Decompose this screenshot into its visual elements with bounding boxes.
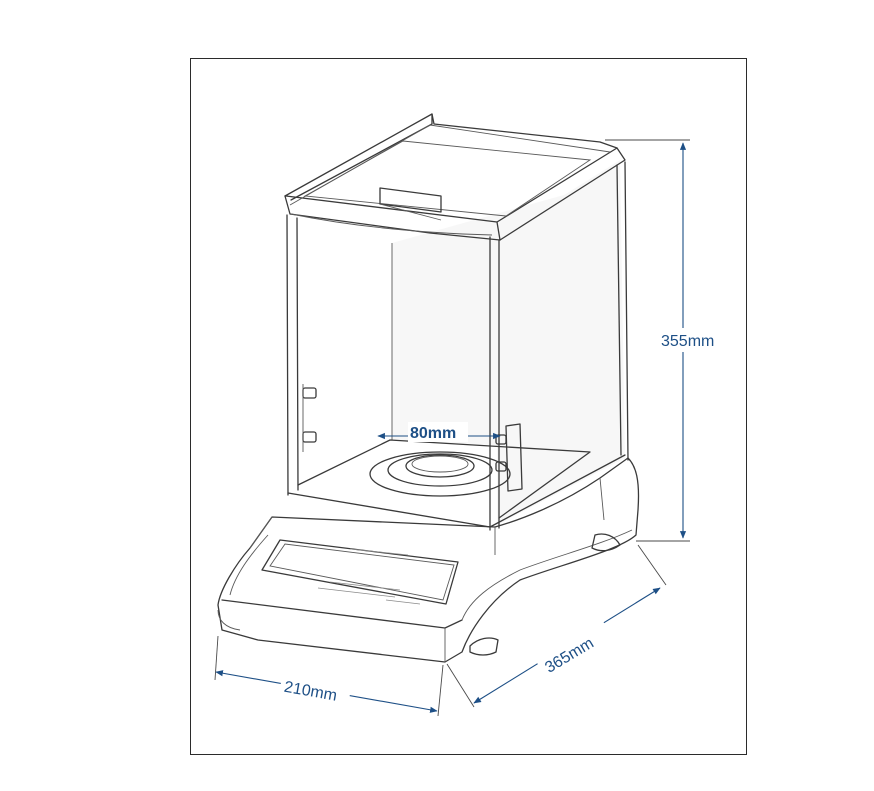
depth-dimension: 365mm	[446, 544, 667, 708]
draft-shield	[284, 113, 629, 531]
pan-diameter-label: 80mm	[410, 425, 456, 442]
pan-dimension: 80mm	[377, 422, 501, 442]
display-panel	[261, 539, 459, 605]
diagram-frame	[190, 58, 747, 755]
height-dimension: 355mm	[605, 139, 730, 542]
height-label: 355mm	[661, 333, 714, 350]
weighing-pan	[369, 451, 511, 497]
